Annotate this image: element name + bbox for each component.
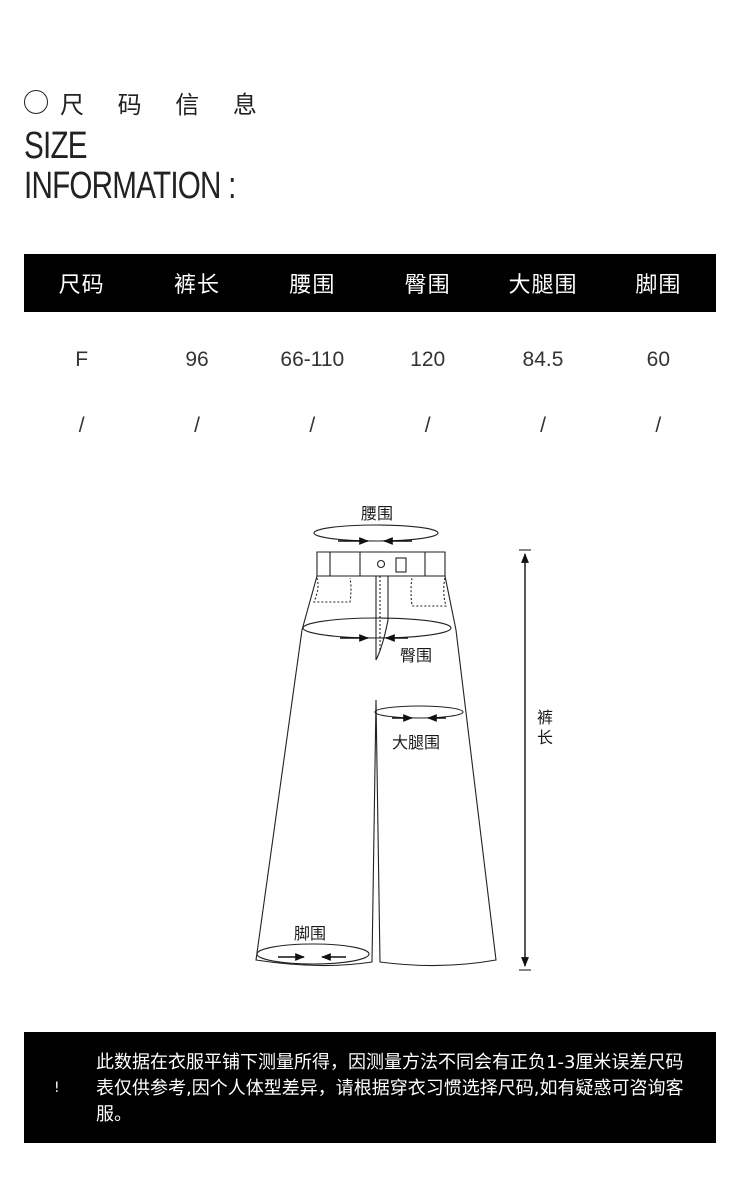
notice-box: ! 此数据在衣服平铺下测量所得，因测量方法不同会有正负1-3厘米误差尺码表仅供参… [24,1032,716,1143]
cell-length: 96 [185,348,209,371]
header-cell-thigh: 大腿围 [508,273,578,298]
hip-ellipse [302,617,452,639]
table-row: F 96 66-110 120 84.5 60 [24,342,716,378]
circle-icon [24,90,48,114]
size-info-header: 尺 码 信 息 SIZE INFORMATION : [24,86,295,206]
cell-hip: / [424,414,431,437]
notice-icon: ! [54,1080,60,1096]
cell-thigh: 84.5 [522,348,564,371]
pants-measurement-diagram: 腰围 臀围 大腿围 脚围 裤长 [0,470,750,1010]
cell-thigh: / [540,414,546,437]
header-cell-waist: 腰围 [289,273,336,298]
hem-label: 脚围 [294,924,327,943]
hip-label: 臀围 [400,646,433,665]
pants-illustration [255,524,531,971]
header-cell-length: 裤长 [173,273,220,298]
waist-ellipse [313,524,439,542]
table-row: / / / / / / [24,408,716,444]
hem-ellipse [256,943,370,965]
cell-size: F [75,348,89,371]
size-table: 尺码 裤长 腰围 臀围 大腿围 脚围 F 96 66-110 120 84.5 … [24,254,716,444]
cell-size: / [78,414,85,437]
thigh-ellipse [374,705,464,719]
title-en-information: INFORMATION : [24,165,236,207]
length-label: 裤长 [536,708,553,747]
header-cell-size: 尺码 [58,273,105,298]
title-cn-row: 尺 码 信 息 [24,86,295,119]
cell-waist: 66-110 [280,348,345,371]
title-en-size: SIZE [24,125,88,167]
cell-hem: / [655,414,662,437]
header-cell-hem: 脚围 [635,273,682,298]
table-header: 尺码 裤长 腰围 臀围 大腿围 脚围 [24,254,716,312]
waist-label: 腰围 [361,504,394,523]
header-cell-hip: 臀围 [404,273,451,298]
cell-hip: 120 [410,348,446,371]
cell-hem: 60 [646,348,670,371]
thigh-label: 大腿围 [392,733,441,752]
cell-length: / [194,414,200,437]
cell-waist: / [309,414,316,437]
title-cn: 尺 码 信 息 [60,90,270,119]
notice-text: 此数据在衣服平铺下测量所得，因测量方法不同会有正负1-3厘米误差尺码表仅供参考,… [96,1052,684,1125]
